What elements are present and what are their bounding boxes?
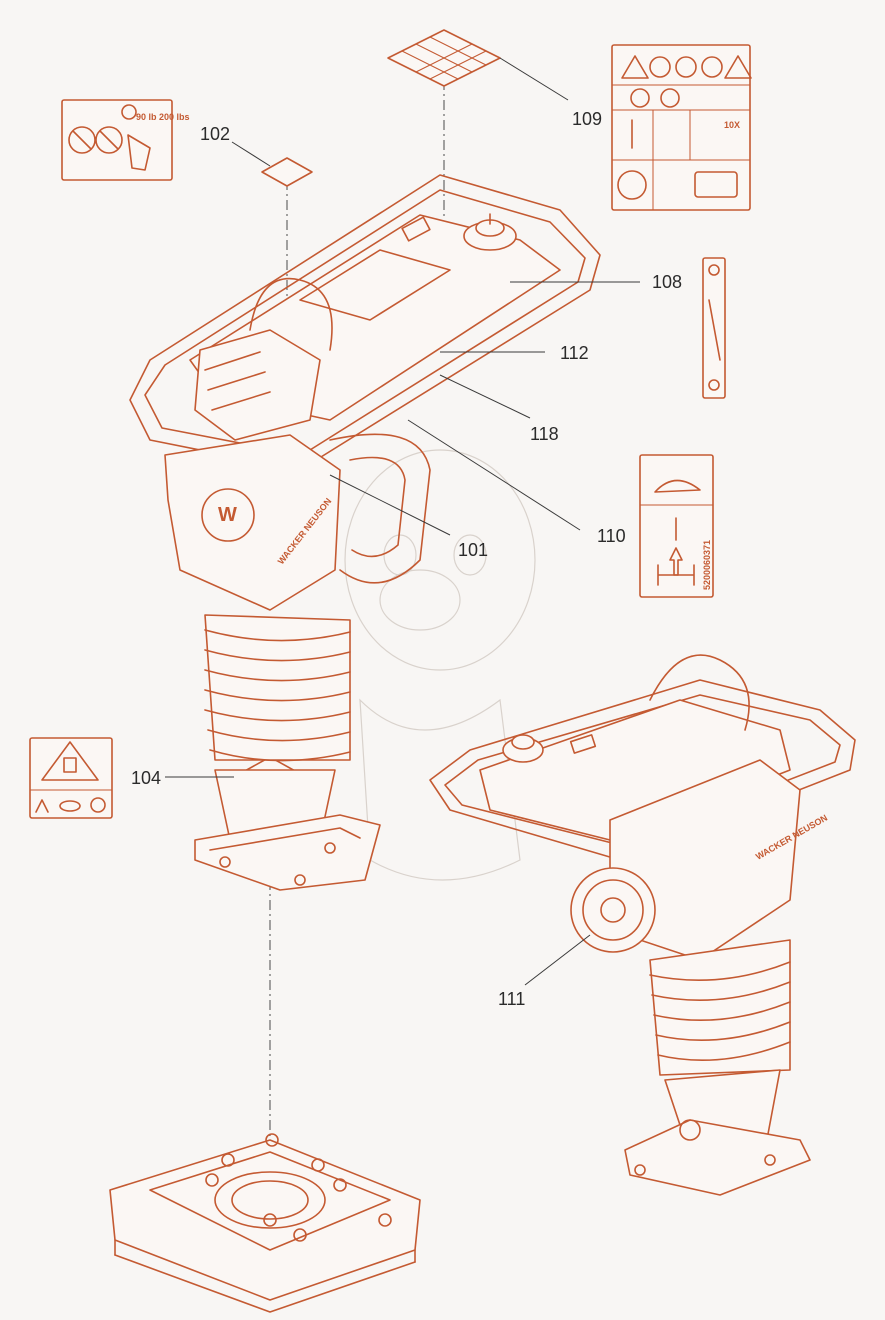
- callout-118: 118: [530, 424, 559, 444]
- callout-numbers: 101 102 104 108 109 110 111 112 118: [131, 109, 682, 1009]
- bellows-front: [204, 614, 351, 762]
- label-110-artwork: 5200060371: [639, 454, 714, 598]
- callout-112: 112: [560, 343, 589, 363]
- label-102-artwork: 90 lb 200 lbs: [61, 99, 190, 181]
- bellows-rear: [649, 939, 791, 1076]
- label-102-weight: 90 lb 200 lbs: [136, 112, 190, 122]
- callout-108: 108: [652, 272, 682, 292]
- label-104-artwork: [29, 737, 113, 819]
- decal-102-shape: [261, 157, 313, 187]
- callout-111: 111: [498, 989, 525, 1009]
- foot-plate: [109, 1133, 421, 1313]
- label-109-speed: 10X: [724, 120, 740, 130]
- label-109-artwork: 10X: [611, 44, 752, 211]
- svg-text:W: W: [218, 504, 237, 526]
- decal-109-shape: [387, 29, 501, 87]
- label-110-serial: 5200060371: [702, 540, 712, 590]
- callout-110: 110: [597, 526, 626, 546]
- rammer-front-view: W WACKER NEUSON: [129, 174, 601, 891]
- rammer-rear-view: WACKER NEUSON: [429, 654, 856, 1196]
- callout-109: 109: [572, 109, 602, 129]
- leader-lines: [165, 57, 640, 986]
- callout-101: 101: [458, 540, 488, 560]
- callout-104: 104: [131, 768, 161, 788]
- label-108-artwork: [702, 257, 726, 399]
- callout-102: 102: [200, 124, 230, 144]
